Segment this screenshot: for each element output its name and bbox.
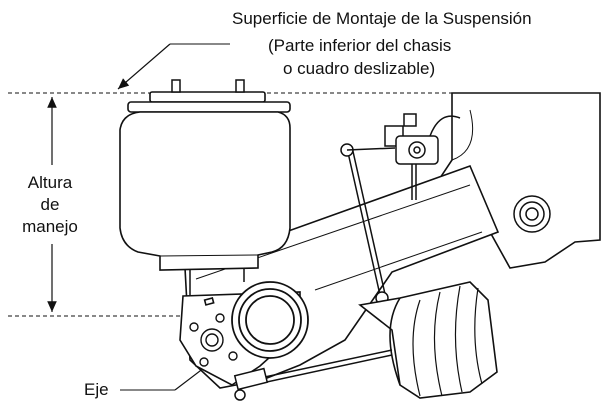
axle-seat-bolts — [189, 313, 238, 367]
mounting-surface-label-line2: (Parte inferior del chasis — [268, 36, 452, 55]
height-control-valve — [384, 113, 461, 200]
mounting-surface-label-line3: o cuadro deslizable) — [283, 59, 436, 78]
height-control-linkage — [340, 143, 396, 305]
mounting-surface-label-line1: Superficie de Montaje de la Suspensión — [232, 9, 532, 28]
axle-label: Eje — [84, 380, 109, 399]
brake-chamber — [358, 281, 498, 399]
mounting-surface-arrow — [117, 43, 171, 90]
air-spring — [119, 91, 291, 271]
air-spring-studs — [171, 79, 245, 295]
pivot-bushing — [513, 195, 551, 233]
push-rod — [233, 349, 393, 401]
ride-height-label-line3: manejo — [22, 217, 78, 236]
ride-height-label-line1: Altura — [27, 173, 73, 192]
ride-height-label-line2: de — [40, 195, 60, 214]
ride-height-label: Altura de manejo — [10, 172, 90, 238]
axle-tube — [231, 281, 309, 359]
